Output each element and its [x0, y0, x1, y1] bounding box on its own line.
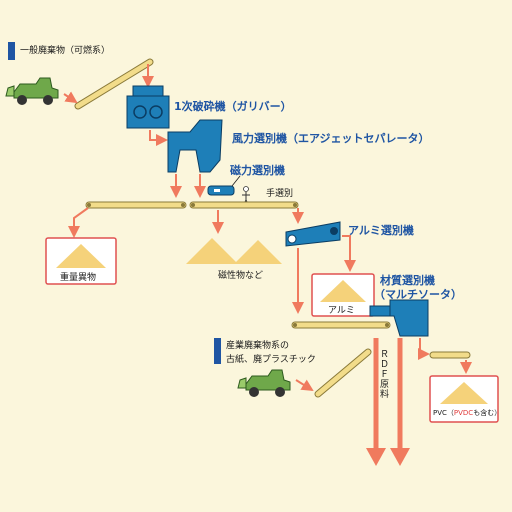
material-sorter-label: 材質選別機 — [380, 274, 435, 287]
aluminum-separator-machine — [285, 221, 341, 247]
pvc-pile — [429, 375, 499, 423]
rdf-arrowhead — [366, 448, 386, 466]
industrial-label-line2: 古紙、廃プラスチック — [226, 355, 316, 365]
wheel-loader-icon — [5, 77, 59, 105]
material-sorter-machine — [369, 299, 429, 337]
rdf-arrowhead — [390, 448, 410, 466]
magnetic-separator-label: 磁力選別機 — [230, 164, 285, 177]
crusher-machine — [126, 85, 170, 129]
wind-separator-label: 風力選別機（エアジェットセパレータ） — [232, 132, 430, 145]
flow-arrow — [295, 379, 314, 392]
magnetic-separator-machine — [207, 185, 235, 196]
aluminum-pile — [311, 273, 375, 317]
flow-arrow — [342, 235, 356, 272]
hand-sorting-label: 手選別 — [266, 189, 294, 199]
material-sorter-sub-label: （マルチソータ） — [374, 288, 462, 301]
source-label: 一般廃棄物（可燃系） — [20, 46, 111, 56]
industrial-conveyor — [314, 348, 372, 398]
aluminum-output-label: アルミ — [328, 306, 355, 316]
pvc-output-label: PVC（PVDCも含む） — [433, 408, 501, 418]
wind-separator-machine — [167, 119, 223, 173]
flow-arrow — [68, 207, 89, 238]
intake-conveyor — [74, 58, 154, 110]
pvc-suffix: も含む） — [473, 409, 502, 417]
heavy-output-label: 重量異物 — [60, 273, 97, 283]
section-marker — [214, 338, 221, 364]
flow-arrow — [418, 338, 430, 360]
magnetic-output-label: 磁性物など — [218, 271, 264, 281]
aluminum-separator-label: アルミ選別機 — [348, 224, 414, 237]
pvdc-highlight: PVDC — [453, 409, 474, 417]
flow-arrow — [149, 130, 168, 146]
heavy-conveyor — [85, 201, 187, 209]
sorter-conveyor — [291, 321, 391, 329]
magnetic-pile — [186, 238, 282, 264]
rdf-output-label: ＲＤＦ原料 — [380, 350, 390, 400]
pvc-conveyor — [429, 351, 471, 359]
section-marker — [8, 42, 15, 60]
crusher-label: 1次破砕機（ガリバー） — [174, 100, 292, 113]
main-conveyor — [189, 201, 299, 209]
wheel-loader-icon — [237, 369, 291, 397]
flow-arrow — [63, 91, 78, 104]
industrial-label-line1: 産業廃棄物系の — [226, 341, 290, 351]
pvc-prefix: PVC（ — [433, 409, 454, 417]
heavy-debris-pile — [45, 237, 117, 285]
